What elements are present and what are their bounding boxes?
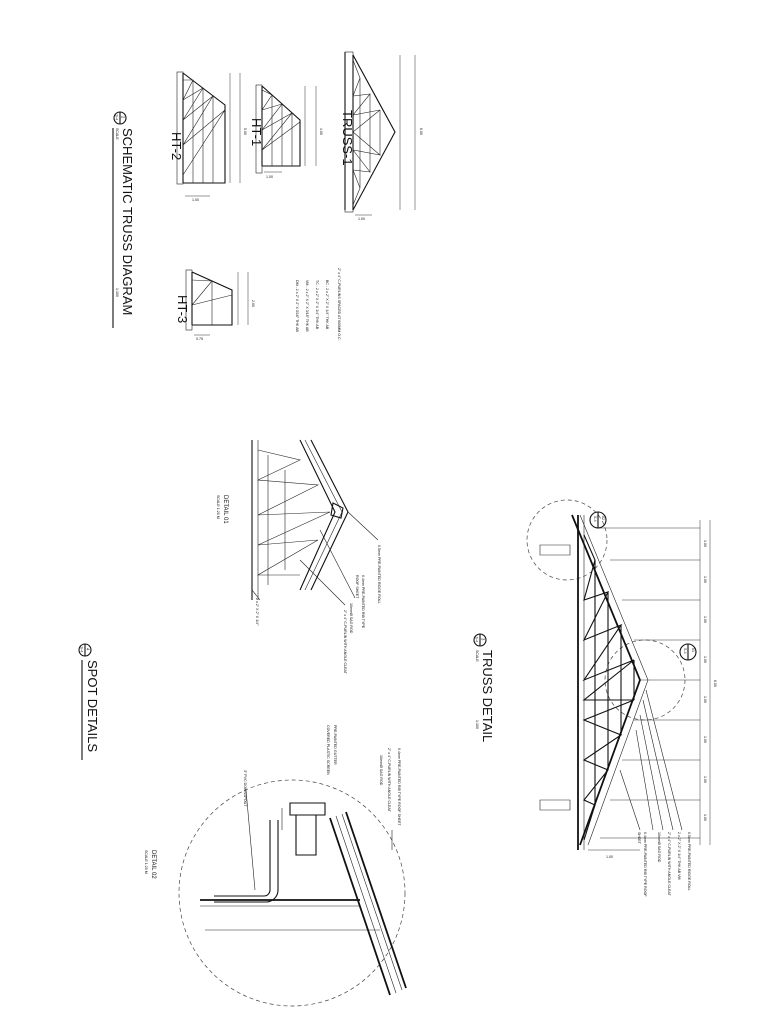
detail-02: DETAIL 02 SCALE 1:20 M 0.4mm PRE-PAINTED… [144,725,407,1007]
svg-text:01: 01 [691,648,695,652]
spot-details-title-block: 4 S-4 SPOT DETAILS [78,643,100,760]
schematic-title: SCHEMATIC TRUSS DIAGRAM [120,128,135,315]
detail-01-note: 2" x 4" C-PURLIN WITH ANGLE CLEAT [343,610,347,675]
truss-detail-note: 0.5mm PRE-PAINTED RIDGE ROLL [687,832,691,891]
ht-2-diagram: HT-2 5.00 1.00 [169,71,247,202]
detail-02-title: DETAIL 02 [150,850,156,879]
detail-01-scale: SCALE 1:20 M [216,495,220,519]
truss-detail-panel: 1.00 [703,696,707,703]
legend-line: DM - 2 x 2" X 2" X 3/16" THK AB [295,280,299,332]
svg-text:SCALE: SCALE [475,650,479,662]
truss-detail-panel: 1.00 [703,540,707,547]
member-legend: 2" x 4" C-PURLINS SPACED AT 600MM O.C. B… [295,268,341,341]
schematic-scale-value: 1:100 [115,288,119,297]
truss-detail-note: SHEET [637,832,641,845]
truss-detail-note: 2 x 2" X 2" X 1/4" THK AB VM [677,832,681,880]
truss-1-diagram: TRUSS-1 6.00 1.00 [340,51,423,221]
svg-text:1:100: 1:100 [475,720,479,729]
section-number: 2 [121,116,126,119]
callout-01-bubble: 01 S-4 [679,643,697,661]
legend-line: 2" x 4" C-PURLINS SPACED AT 600MM O.C. [337,268,341,341]
ht-2-overhang: 1.00 [192,198,199,202]
detail-01-title: DETAIL 01 [222,495,228,524]
ht-3-diagram: HT-3 2.00 0.75 [175,269,255,341]
truss-detail-panel: 1.00 [703,814,707,821]
detail-01-note: 0.4mm PRE-PAINTED RIB TYPE [361,575,365,629]
svg-text:S-4: S-4 [683,648,687,654]
truss-1-span: 6.00 [419,128,423,135]
legend-line: VM - 2 x 2" X 2" X 3/16" THK AB [305,280,309,332]
ht-1-overhang: 1.00 [266,175,273,179]
detail-02-note: 3" PVC DOWNSPOUT [243,770,247,807]
truss-detail-panel: 1.00 [703,736,707,743]
svg-text:3: 3 [481,638,486,641]
detail-02-scale: SCALE 1:20 M [144,850,148,874]
truss-detail-panel: 1.00 [703,776,707,783]
truss-detail: 6.00 1.00 1.00 1.00 1.00 1.00 1.00 1.00 … [473,499,717,897]
truss-detail-panel: 1.00 [703,576,707,583]
ht-2-span: 5.00 [243,128,247,135]
spot-details-title: SPOT DETAILS [85,660,100,752]
legend-line: TC - 2 x 2" X 2" X 1/4" THK AB [315,280,319,330]
detail-01: DETAIL 01 SCALE 1:20 M 0.5mm PRE-PAINTED… [216,439,381,675]
ht-3-overhang: 0.75 [196,337,203,341]
ht-3-span: 2.00 [251,300,255,307]
truss-detail-title-block: 3 S-4 TRUSS DETAIL SCALE 1:100 [473,633,495,742]
svg-text:S-4: S-4 [593,516,597,522]
schematic-scale-label: SCALE [115,128,119,140]
detail-01-note: 10mmØ SAG ROD [349,603,353,634]
ht-3-label: HT-3 [175,295,190,323]
truss-detail-note: 10mmØ SAG ROD [657,832,661,863]
svg-text:S-4: S-4 [80,647,84,653]
truss-1-label: TRUSS-1 [340,110,355,166]
detail-01-note: 0.5mm PRE-PAINTED RIDGE ROLL [377,545,381,604]
detail-02-note: PRE-PAINTED GUTTER [333,725,337,765]
detail-01-note: 2 x 2" X 2" X 1/4" [255,598,259,626]
schematic-truss-diagram: 2 S-4 SCHEMATIC TRUSS DIAGRAM SCALE 1:10… [112,51,423,341]
detail-02-note: 2" x 4" C-PURLIN WITH ANGLE CLEAT [387,748,391,813]
detail-02-note: 0.4mm PRE-PAINTED RIB TYPE ROOF SHEET [397,748,401,826]
callout-02-bubble: 02 S-4 [589,511,607,529]
detail-02-note: 10mmØ SAG ROD [379,755,383,786]
svg-text:02: 02 [601,516,605,520]
svg-text:S-4: S-4 [475,637,479,643]
detail-01-note: ROOF SHEET [355,575,359,599]
truss-detail-span: 6.00 [713,680,717,687]
ht-2-label: HT-2 [169,132,184,160]
truss-detail-panel: 1.00 [703,656,707,663]
ht-1-label: HT-1 [249,118,264,146]
svg-text:4: 4 [86,648,91,651]
truss-1-overhang: 1.00 [358,217,365,221]
detail-02-note: COVERED PLASTIC SCREEN [326,725,330,775]
ht-1-diagram: HT-1 4.00 1.00 [249,84,323,179]
schematic-title-block: 2 S-4 SCHEMATIC TRUSS DIAGRAM SCALE 1:10… [112,111,135,328]
truss-detail-note: 2" x 4" C-PURLIN WITH ANGLE CLEAT [667,832,671,897]
truss-detail-overhang: 1.00 [606,855,613,859]
truss-detail-panel: 1.00 [703,616,707,623]
legend-line: BC - 2 x 2" X 2" X 1/4" THK AB [325,280,329,330]
ht-1-span: 4.00 [319,128,323,135]
truss-detail-note: 0.4mm PRE-PAINTED RIB TYPE ROOF [643,832,647,897]
callout-circle-02 [526,499,608,581]
section-sheet-ref: S-4 [115,115,119,121]
truss-detail-title: TRUSS DETAIL [480,650,495,742]
